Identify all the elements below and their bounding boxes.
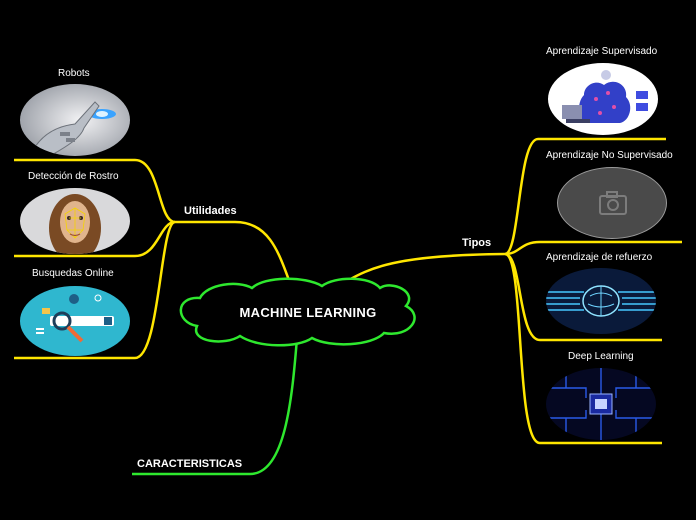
topic-deep-learning-label[interactable]: Deep Learning (568, 351, 634, 362)
face-detection-image (20, 188, 130, 254)
topic-aprendizaje-no-supervisado-label[interactable]: Aprendizaje No Supervisado (546, 150, 673, 161)
neural-brain-image (546, 268, 656, 334)
connector-utilidades (175, 220, 292, 284)
connector-deep-learning (504, 252, 662, 445)
connector-busquedas (14, 220, 176, 360)
topic-deteccion-rostro-label[interactable]: Detección de Rostro (28, 171, 119, 182)
branch-utilidades-label[interactable]: Utilidades (184, 205, 237, 217)
online-search-image (20, 286, 130, 356)
camera-icon (599, 191, 627, 215)
central-cloud-shape (179, 277, 416, 347)
circuit-chip-image (546, 368, 656, 440)
connector-tipos (344, 252, 506, 284)
central-topic[interactable]: MACHINE LEARNING (239, 305, 377, 320)
connector-supervisado (504, 137, 666, 256)
branch-tipos-label[interactable]: Tipos (462, 237, 492, 249)
image-placeholder (557, 167, 667, 239)
branch-caracteristicas-label[interactable]: CARACTERISTICAS (137, 458, 243, 470)
supervised-learning-image (548, 63, 658, 135)
robot-hand-image (20, 84, 130, 156)
topic-robots-label[interactable]: Robots (58, 68, 90, 79)
connector-rostro (14, 220, 176, 258)
topic-aprendizaje-refuerzo-label[interactable]: Aprendizaje de refuerzo (546, 252, 653, 263)
topic-aprendizaje-supervisado-label[interactable]: Aprendizaje Supervisado (546, 46, 658, 57)
connector-no-supervisado (504, 240, 682, 256)
topic-busquedas-online-label[interactable]: Busquedas Online (32, 268, 114, 279)
connector-robots (14, 158, 176, 224)
connector-caracteristicas (132, 337, 299, 476)
